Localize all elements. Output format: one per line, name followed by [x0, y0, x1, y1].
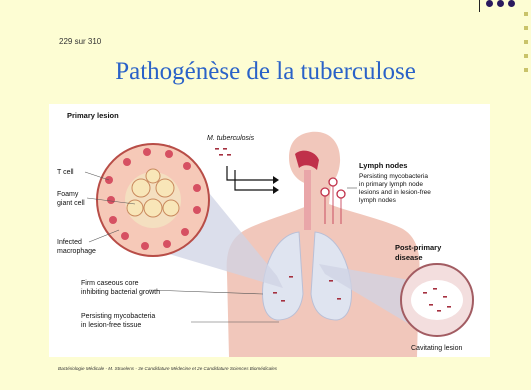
t-cell-label: T cell [57, 169, 74, 176]
post-primary-label-2: disease [395, 253, 423, 262]
edge-line [479, 0, 480, 12]
cavitating-label: Cavitating lesion [411, 345, 462, 352]
infected-label-1: Infected [57, 239, 82, 246]
lymph-text-3: lesions and in lesion-free [359, 189, 431, 196]
footer: Bactériologie Médicale - M. Struelens - … [58, 366, 277, 371]
slide-title: Pathogénèse de la tuberculose [0, 58, 531, 86]
caseous-label-2: inhibiting bacterial growth [81, 289, 160, 296]
primary-lesion-label: Primary lesion [67, 111, 119, 120]
lymph-text-2: in primary lymph node [359, 181, 423, 188]
persisting-label-2: in lesion-free tissue [81, 322, 141, 329]
more-options-icon[interactable] [486, 0, 515, 7]
persisting-label-1: Persisting mycobacteria [81, 313, 155, 320]
caseous-label-1: Firm caseous core [81, 280, 139, 287]
foamy-label-2: giant cell [57, 200, 85, 207]
post-primary-label-1: Post-primary [395, 243, 442, 252]
tuberculosis-figure: Primary lesion T cell Foamy giant cell I… [49, 104, 490, 357]
foamy-label-1: Foamy [57, 191, 79, 198]
lymph-text-4: lymph nodes [359, 197, 397, 204]
cavity [411, 280, 463, 320]
page-number: 229 sur 310 [59, 37, 101, 46]
lymph-text-1: Persisting mycobacteria [359, 173, 428, 180]
trachea [304, 170, 311, 230]
infected-label-2: macrophage [57, 248, 96, 255]
lymph-title: Lymph nodes [359, 161, 407, 170]
mtb-label: M. tuberculosis [207, 135, 255, 142]
